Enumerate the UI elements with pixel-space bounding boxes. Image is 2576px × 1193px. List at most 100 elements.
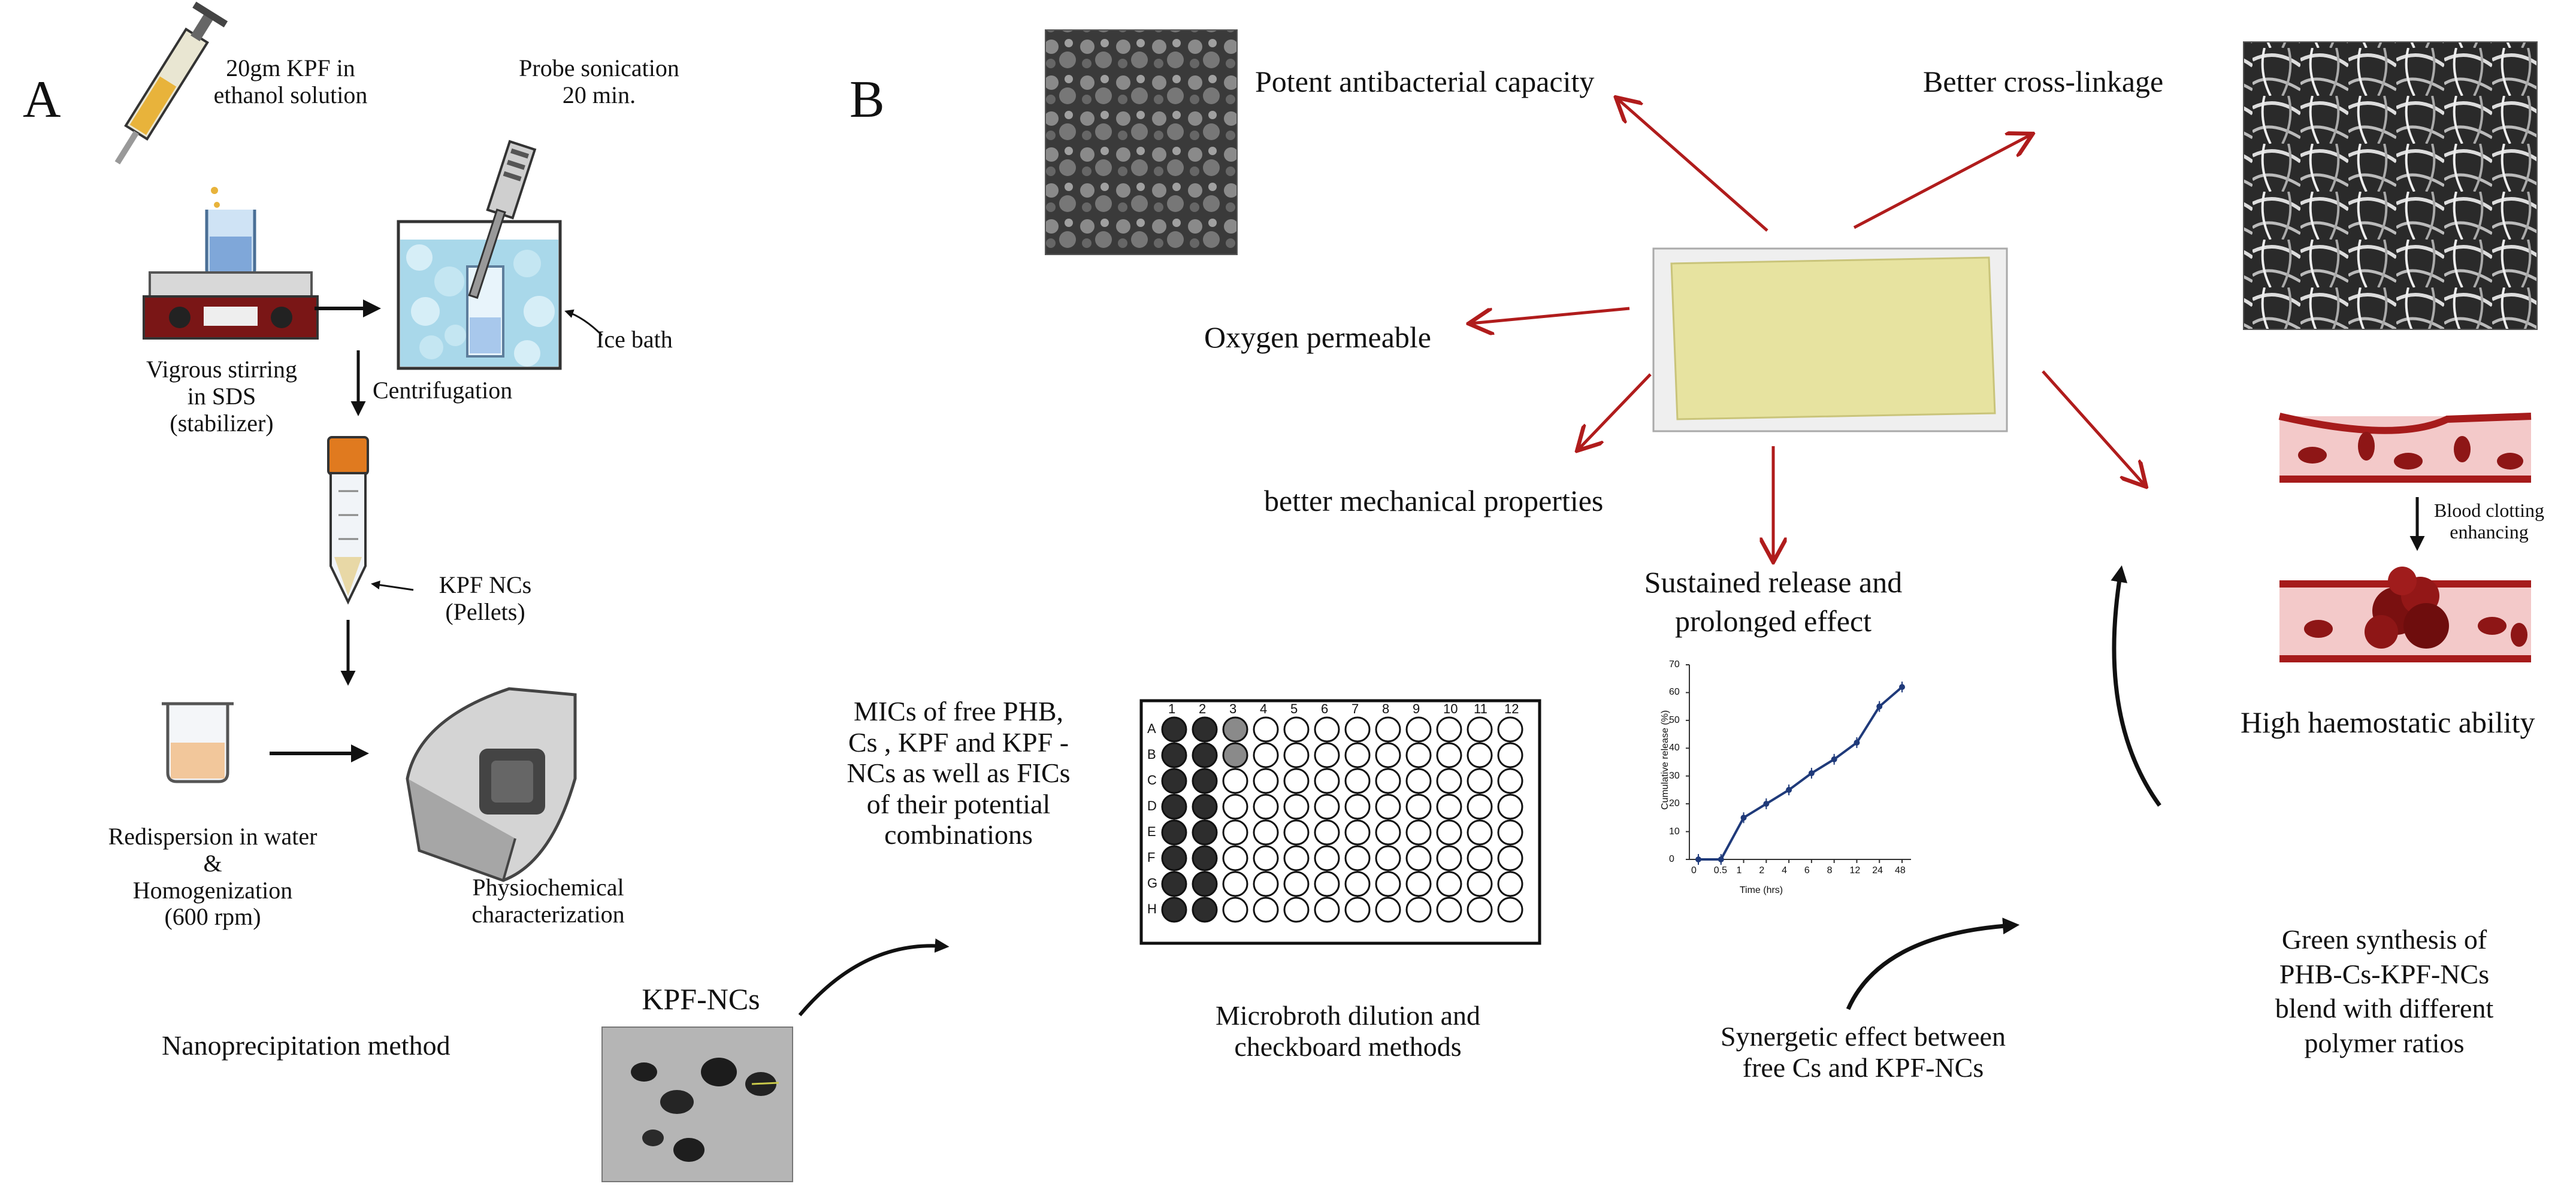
well (1405, 871, 1432, 897)
y-tick-label: 20 (1669, 798, 1680, 809)
well (1344, 819, 1371, 846)
well (1314, 897, 1340, 923)
well (1405, 794, 1432, 820)
well (1253, 794, 1279, 820)
well (1436, 897, 1462, 923)
well (1405, 768, 1432, 794)
well (1253, 716, 1279, 743)
well (1375, 742, 1401, 768)
plate-row-label: C (1147, 773, 1157, 788)
well (1344, 794, 1371, 820)
well (1161, 871, 1187, 897)
y-tick-label: 70 (1669, 659, 1680, 670)
sonicator-probe-icon (468, 140, 537, 299)
plate-column-label: 10 (1443, 701, 1458, 716)
well (1375, 897, 1401, 923)
drop-icon (211, 187, 218, 194)
well (1344, 768, 1371, 794)
well (1192, 871, 1218, 897)
release-line (1698, 686, 1903, 861)
well (1467, 897, 1493, 923)
plate-row-label: H (1147, 901, 1157, 916)
well (1314, 845, 1340, 871)
well (1192, 742, 1218, 768)
kpf-ncs-label: KPF-NCs (642, 982, 760, 1016)
data-point (1763, 801, 1770, 807)
well (1253, 742, 1279, 768)
well (1253, 871, 1279, 897)
characterization-label: Physiochemical characterization (471, 874, 625, 928)
plate-column-label: 8 (1382, 701, 1390, 716)
plate-row-label: A (1147, 721, 1156, 736)
plate-column-label: 2 (1199, 701, 1207, 716)
well (1161, 819, 1187, 846)
well (1467, 871, 1493, 897)
data-point (1786, 786, 1792, 793)
well (1222, 871, 1248, 897)
well (1314, 819, 1340, 846)
blood-vessel-icon (2278, 413, 2532, 483)
well (1467, 742, 1493, 768)
well (1222, 716, 1248, 743)
x-tick-label: 1 (1736, 865, 1742, 876)
y-tick-label: 60 (1669, 687, 1680, 698)
well (1405, 845, 1432, 871)
well (1467, 716, 1493, 743)
well (1497, 897, 1523, 923)
tem-image (601, 1027, 793, 1182)
well (1497, 819, 1523, 846)
method-title: Nanoprecipitation method (162, 1030, 451, 1061)
well (1375, 768, 1401, 794)
property-arrows (1471, 99, 2145, 560)
well (1405, 742, 1432, 768)
beaker-icon (162, 702, 234, 783)
plate-row-label: E (1147, 824, 1156, 839)
x-tick-label: 8 (1827, 865, 1833, 876)
centrifuge-tube-icon (327, 436, 369, 605)
plate-row-label: D (1147, 798, 1157, 813)
plate-column-label: 9 (1413, 701, 1420, 716)
well (1161, 742, 1187, 768)
syringe-icon (114, 1, 228, 165)
film-image (1652, 247, 2008, 432)
blood-clot-icon (2279, 567, 2531, 662)
well (1192, 897, 1218, 923)
microbroth-label: Microbroth dilution and checkboard metho… (1215, 1000, 1481, 1062)
well (1497, 768, 1523, 794)
curved-arrow (1846, 918, 2020, 1010)
y-tick-label: 50 (1669, 714, 1680, 725)
data-point (1718, 856, 1724, 862)
well (1283, 819, 1310, 846)
plate-column-label: 5 (1290, 701, 1298, 716)
well (1283, 742, 1310, 768)
well (1344, 716, 1371, 743)
well (1344, 845, 1371, 871)
well (1314, 871, 1340, 897)
drop-icon (214, 202, 220, 208)
x-tick-label: 0 (1691, 865, 1697, 876)
property-mechanical: better mechanical properties (1264, 484, 1604, 517)
curved-arrow (798, 938, 950, 1016)
well-grid (1161, 716, 1523, 923)
well (1405, 897, 1432, 923)
property-haemostatic: High haemostatic ability (2241, 705, 2535, 739)
syringe-label: 20gm KPF in ethanol solution (213, 54, 368, 108)
ice-bath-label: Ice bath (596, 326, 673, 353)
well (1161, 845, 1187, 871)
x-tick-label: 6 (1804, 865, 1810, 876)
well (1375, 794, 1401, 820)
well (1283, 716, 1310, 743)
x-tick-label: 24 (1872, 865, 1883, 876)
well (1467, 768, 1493, 794)
well (1222, 794, 1248, 820)
well (1161, 716, 1187, 743)
well (1436, 794, 1462, 820)
plate-column-label: 1 (1168, 701, 1176, 716)
well (1436, 871, 1462, 897)
sem-image-crosslinkage (2243, 41, 2538, 330)
well (1192, 768, 1218, 794)
property-sustained: Sustained release and prolonged effect (1644, 565, 1903, 638)
well (1192, 794, 1218, 820)
plate-column-label: 11 (1474, 701, 1487, 716)
x-tick-label: 12 (1849, 865, 1861, 876)
